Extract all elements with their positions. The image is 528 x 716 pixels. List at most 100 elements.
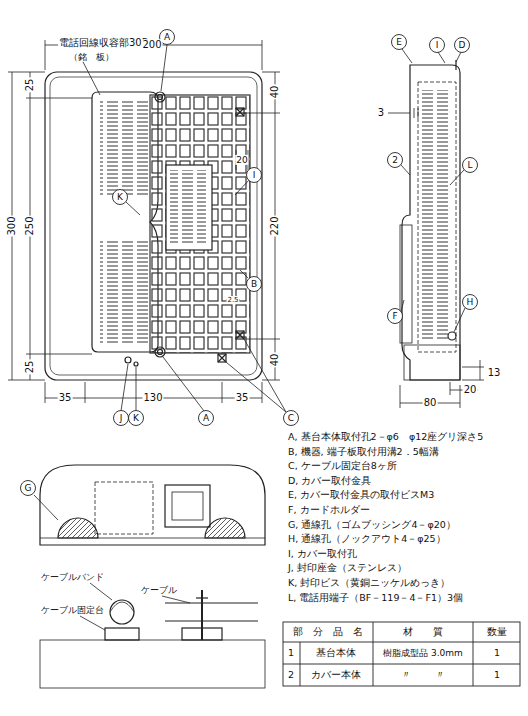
- dimension: 300: [6, 215, 18, 236]
- callout-circle: [113, 190, 128, 205]
- callout-number: 2: [391, 155, 399, 165]
- front-view: [158, 95, 163, 100]
- dimension: 2.5: [226, 296, 239, 304]
- side-dimensions: [388, 113, 410, 114]
- front-dimensions: [226, 362, 286, 412]
- side-dimensions: [400, 385, 401, 408]
- side-dimensions: [480, 360, 481, 380]
- bottom-view: [165, 485, 210, 527]
- front-dimensions: [161, 45, 167, 91]
- cable-detail: [162, 596, 190, 603]
- dimension: 35: [235, 392, 250, 404]
- side-view: [402, 65, 460, 380]
- front-dimensions: [126, 202, 140, 215]
- legend-text: C, ケーブル固定台8ヶ所: [287, 461, 398, 472]
- callout-circle: [129, 411, 144, 426]
- front-dimensions: [8, 380, 45, 381]
- front-dimensions: [45, 382, 46, 403]
- table-cell: 1: [493, 648, 501, 659]
- side-dimensions: [388, 49, 484, 408]
- front-view: [218, 354, 226, 362]
- bottom-view: [40, 465, 265, 545]
- legend-text: F, カードホルダー: [287, 505, 371, 516]
- front-view: [50, 77, 257, 375]
- dimension: 35: [58, 392, 73, 404]
- dimension: 13: [487, 367, 502, 379]
- front-view: [45, 72, 262, 380]
- cable-detail: [40, 583, 265, 688]
- part-label: ケーブルバンド: [40, 572, 105, 582]
- cable-detail: [165, 620, 258, 621]
- front-view: [134, 362, 138, 366]
- bottom-view: [34, 495, 58, 520]
- callout-letter: B: [250, 279, 258, 289]
- side-dimensions: [450, 382, 451, 395]
- legend-text: H, 通線孔（ノックアウト4－φ25）: [287, 534, 447, 545]
- cable-detail: [40, 640, 265, 688]
- dimension: 25: [24, 360, 36, 375]
- front-view: [155, 92, 165, 102]
- front-view: [158, 350, 163, 355]
- bottom-view: [95, 482, 153, 534]
- side-dimensions: [462, 367, 484, 368]
- front-dimensions: [45, 40, 46, 70]
- callout-circles: [21, 30, 478, 496]
- cable-detail: [90, 583, 112, 600]
- dimension: 20: [463, 384, 478, 396]
- side-view: [418, 82, 456, 352]
- callout-letter: F: [391, 311, 398, 321]
- front-dimensions: [8, 72, 45, 73]
- front-dimensions: [244, 339, 286, 412]
- front-dimensions: [85, 382, 86, 403]
- front-view: [166, 165, 212, 250]
- dimension: 3: [377, 107, 385, 119]
- table-cell: 基台本体: [315, 648, 357, 659]
- front-view: [155, 347, 165, 357]
- front-dimensions: [8, 40, 286, 412]
- front-dimensions: [244, 339, 280, 340]
- front-view: [45, 72, 262, 380]
- callout-letter: G: [24, 483, 33, 493]
- cable-detail: [165, 602, 258, 603]
- callout-letter: K: [116, 192, 124, 202]
- front-view: [150, 95, 250, 353]
- callout-circle: [430, 38, 445, 53]
- front-view: [92, 92, 158, 352]
- callout-circle: [463, 158, 478, 173]
- bottom-view: [205, 518, 245, 538]
- front-dimensions: [26, 98, 92, 99]
- front-dimensions: [136, 367, 137, 411]
- front-view: [236, 331, 244, 339]
- table-cell: 2: [287, 670, 295, 681]
- part-label: ケーブル: [140, 585, 178, 595]
- legend-text: B, 機器, 端子板取付用溝2．5幅溝: [287, 446, 440, 457]
- cable-detail: [80, 616, 105, 630]
- parts-table: [373, 622, 374, 686]
- side-dimensions: [462, 380, 484, 381]
- side-view: [420, 90, 450, 340]
- side-dimensions: [456, 52, 461, 62]
- dimension: 20: [235, 155, 248, 165]
- front-view: [170, 170, 206, 245]
- dimension: 250: [24, 215, 36, 236]
- parts-table: [283, 622, 520, 686]
- dimension: 200: [141, 39, 162, 51]
- side-dimensions: [418, 108, 419, 118]
- front-dimensions: [240, 270, 248, 278]
- cable-detail: [110, 600, 134, 624]
- callout-circle: [21, 481, 36, 496]
- callout-letter: H: [466, 297, 475, 307]
- side-dimensions: [401, 165, 410, 175]
- side-view: [400, 225, 412, 343]
- front-view: [236, 108, 244, 116]
- legend-text: G, 通線孔（ゴムブッシング4－φ20）: [287, 519, 457, 530]
- side-dimensions: [454, 308, 465, 332]
- front-view: [236, 331, 244, 339]
- side-dimensions: [414, 108, 415, 118]
- table-cell: 樹脂成型品 3.0mm: [382, 648, 464, 658]
- callout-letter: C: [287, 413, 295, 423]
- dimension: 130: [142, 392, 163, 404]
- callout-circle: [284, 411, 299, 426]
- callout-circle: [247, 168, 262, 183]
- legend-text: D, カバー取付金具: [287, 475, 372, 486]
